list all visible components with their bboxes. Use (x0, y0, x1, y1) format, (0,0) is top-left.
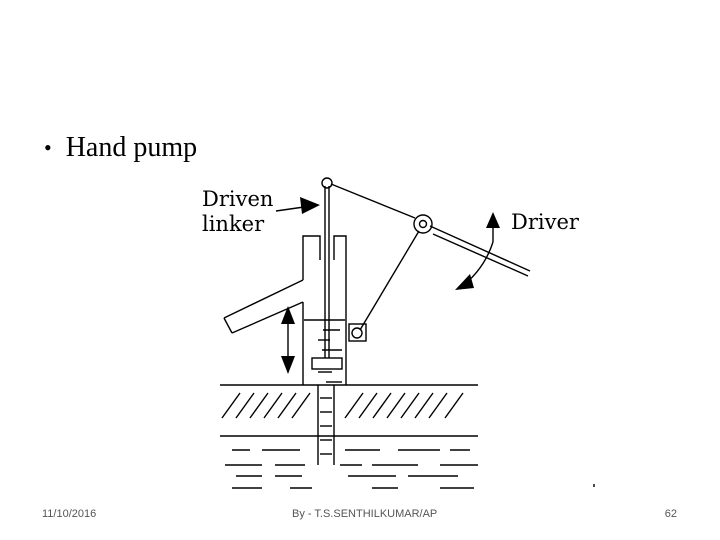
bullet-icon: • (44, 135, 52, 160)
spout (223, 279, 304, 334)
driven-linker-label-line2: linker (202, 212, 265, 236)
footer-author: By - T.S.SENTHILKUMAR/AP (292, 508, 438, 520)
lever-pivot-center (418, 219, 428, 229)
hand-pump-diagram: Driven linker Driver (202, 177, 595, 489)
driven-linker-label-line1: Driven (202, 187, 273, 211)
driver-motion-arrow (455, 212, 500, 290)
driver-label: Driver (511, 210, 580, 234)
piston (311, 357, 343, 370)
driven-linker-arrow (275, 197, 320, 214)
top-pivot-pin (321, 177, 333, 189)
water-lines (220, 435, 595, 489)
footer-page-number: 62 (664, 508, 677, 520)
connecting-link (359, 230, 420, 331)
handle-lever (330, 183, 531, 277)
footer-date: 11/10/2016 (42, 508, 97, 520)
pump-cylinder (302, 235, 347, 385)
bullet-text: Hand pump (65, 132, 198, 163)
piston-rod (324, 186, 330, 358)
ground-hatching (220, 384, 478, 419)
bullet-item: • Hand pump (44, 132, 197, 164)
link-bracket (348, 323, 367, 342)
lever-pivot (413, 214, 433, 234)
vertical-stroke-arrow (281, 306, 295, 374)
link-bottom-pin (351, 327, 363, 339)
well-pipe (317, 385, 335, 465)
